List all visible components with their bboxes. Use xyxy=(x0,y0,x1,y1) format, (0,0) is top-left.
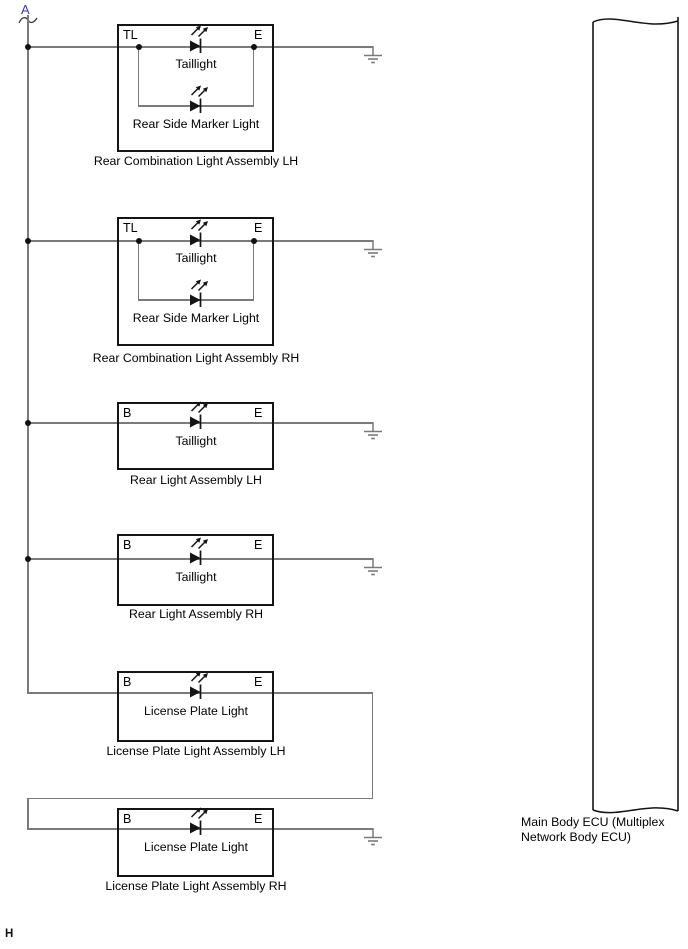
terminal-label-left: TL xyxy=(123,221,138,235)
terminal-label-right: E xyxy=(254,28,263,42)
bulb-label: Taillight xyxy=(175,434,217,448)
branch-wire xyxy=(252,46,254,106)
terminal-label-left: B xyxy=(123,812,132,826)
terminal-label-right: E xyxy=(254,812,263,826)
component-title: Rear Combination Light Assembly RH xyxy=(92,351,300,365)
terminal-label-left: B xyxy=(123,538,132,552)
component-box-rcl-rh xyxy=(117,217,274,346)
led-bulb-icon xyxy=(190,85,208,113)
led-bulb-icon xyxy=(190,401,208,429)
component-box-rcl-lh xyxy=(117,24,274,152)
led-bulb-icon xyxy=(190,25,208,53)
bus-a-wire xyxy=(27,15,29,693)
ground-icon xyxy=(364,422,382,440)
page-marker: H xyxy=(5,928,14,940)
terminal-label-right: E xyxy=(254,406,263,420)
junction-dot xyxy=(135,238,142,244)
connector-a-label[interactable]: A xyxy=(21,2,30,17)
terminal-label-left: B xyxy=(123,406,132,420)
junction-dot xyxy=(25,556,31,562)
component-title: License Plate Light Assembly RH xyxy=(105,879,287,893)
junction-dot xyxy=(25,238,31,244)
component-box-lpl-lh xyxy=(117,671,274,742)
ground-icon xyxy=(364,828,382,846)
junction-dot xyxy=(250,238,257,244)
component-box-rl-rh xyxy=(117,534,274,606)
junction-dot xyxy=(250,44,257,50)
ground-icon xyxy=(364,240,382,258)
component-box-lpl-rh xyxy=(117,808,274,877)
ecu-box xyxy=(592,17,679,814)
led-bulb-icon xyxy=(190,219,208,247)
component-title: Rear Light Assembly LH xyxy=(130,473,262,487)
terminal-label-right: E xyxy=(254,221,263,235)
branch-wire xyxy=(137,46,139,106)
bulb-label: Taillight xyxy=(175,57,217,71)
led-bulb-icon xyxy=(190,279,208,307)
bulb-label: License Plate Light xyxy=(144,840,248,854)
junction-dot xyxy=(25,44,31,50)
terminal-label-left: B xyxy=(123,675,132,689)
component-title: Rear Light Assembly RH xyxy=(129,607,263,621)
junction-dot xyxy=(135,44,142,50)
bulb-label: Taillight xyxy=(175,570,217,584)
wrap-wire xyxy=(27,797,373,799)
bulb-label: License Plate Light xyxy=(144,704,248,718)
wrap-wire xyxy=(371,692,373,799)
ground-icon xyxy=(364,558,382,576)
bulb-label: Rear Side Marker Light xyxy=(132,117,260,131)
component-box-rl-lh xyxy=(117,402,274,470)
terminal-label-right: E xyxy=(254,538,263,552)
ground-icon xyxy=(364,46,382,64)
junction-dot xyxy=(25,420,31,426)
component-title: License Plate Light Assembly LH xyxy=(106,744,286,758)
bulb-label: Rear Side Marker Light xyxy=(132,311,260,325)
terminal-label-right: E xyxy=(254,675,263,689)
component-title: Rear Combination Light Assembly LH xyxy=(93,154,299,168)
ecu-label: Main Body ECU (Multiplex Network Body EC… xyxy=(521,815,665,844)
branch-wire xyxy=(137,240,139,300)
led-bulb-icon xyxy=(190,807,208,835)
branch-wire xyxy=(252,240,254,300)
terminal-label-left: TL xyxy=(123,28,138,42)
wrap-wire xyxy=(27,797,29,830)
bulb-label: Taillight xyxy=(175,251,217,265)
led-bulb-icon xyxy=(190,671,208,699)
led-bulb-icon xyxy=(190,537,208,565)
